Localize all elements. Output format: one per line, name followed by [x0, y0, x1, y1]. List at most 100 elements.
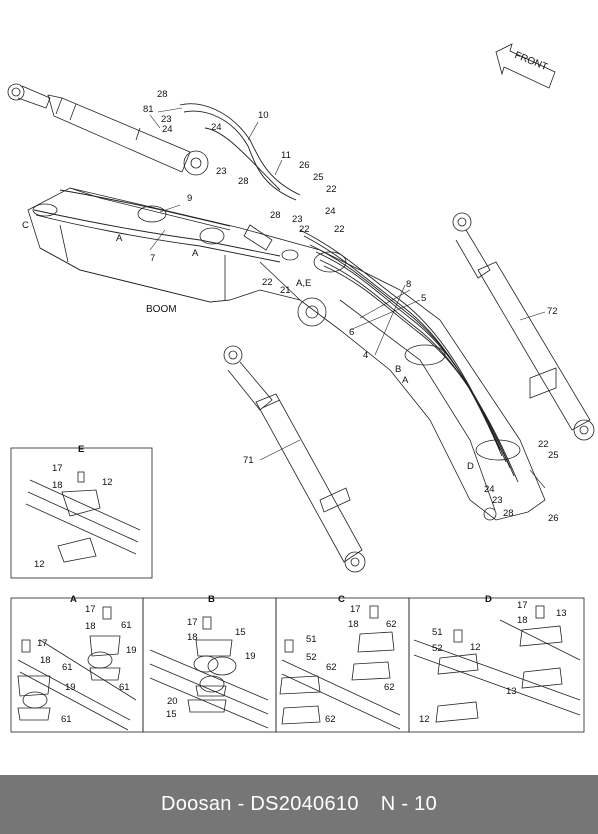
callout-l28a: 28	[157, 89, 168, 100]
callout-d51: 51	[432, 627, 443, 638]
callout-a61b: 61	[119, 682, 130, 693]
boom-label: BOOM	[146, 304, 177, 315]
callout-a61d: 61	[61, 714, 72, 725]
callout-lA2: A	[192, 248, 199, 259]
callout-l11: 11	[281, 150, 291, 161]
callout-b18: 18	[187, 632, 198, 643]
panel-e-title: E	[78, 444, 84, 455]
panel-d-title: D	[485, 594, 492, 605]
callout-a61a: 61	[121, 620, 132, 631]
callout-c51: 51	[306, 634, 317, 645]
panel-a-art	[17, 606, 137, 731]
footer-part-number: DS2040610	[250, 793, 359, 815]
callout-b15b: 15	[166, 709, 177, 720]
boom-structure	[27, 187, 546, 521]
callout-l71: 71	[243, 455, 254, 466]
callout-d18: 18	[517, 615, 528, 626]
callout-l25b: 25	[548, 450, 559, 461]
callout-l22c: 22	[334, 224, 345, 235]
callout-e17: 17	[52, 463, 63, 474]
bottom-panels-frame	[10, 597, 585, 733]
callout-l26b: 26	[548, 513, 559, 524]
callout-lC: C	[22, 220, 29, 231]
callout-d12b: 12	[419, 714, 430, 725]
callout-l23d: 23	[492, 495, 503, 506]
callout-b19: 19	[245, 651, 256, 662]
callout-a19a: 19	[126, 645, 137, 656]
callout-lD: D	[467, 461, 474, 472]
callout-l22d: 22	[262, 277, 273, 288]
callout-c62d: 62	[325, 714, 336, 725]
callout-l23b: 23	[216, 166, 227, 177]
callout-c17: 17	[350, 604, 361, 615]
callout-a17a: 17	[85, 604, 96, 615]
callout-lB: B	[395, 364, 401, 375]
callout-c62b: 62	[384, 682, 395, 693]
panel-d-art	[413, 605, 581, 723]
boom-cylinder-left	[223, 345, 366, 573]
callout-e18: 18	[52, 480, 63, 491]
callout-c62c: 62	[326, 662, 337, 673]
leader-lines	[149, 107, 546, 489]
callout-l24a: 24	[162, 124, 173, 135]
hydraulic-pipes	[33, 103, 519, 483]
callout-l22a: 22	[326, 184, 337, 195]
callout-lA3: A	[402, 375, 409, 386]
panel-b-art	[149, 616, 269, 729]
callout-d52: 52	[432, 643, 443, 654]
panel-c-title: C	[338, 594, 345, 605]
callout-a17b: 17	[37, 638, 48, 649]
arm-cylinder	[7, 83, 209, 176]
callout-l23c: 23	[292, 214, 303, 225]
callout-lA1: A	[116, 233, 123, 244]
callout-a61c: 61	[62, 662, 73, 673]
callout-l21: 21	[280, 285, 291, 296]
panel-e-frame	[10, 447, 153, 579]
callout-l7: 7	[150, 253, 155, 264]
callout-d12a: 12	[470, 642, 481, 653]
panel-b-title: B	[208, 594, 215, 605]
callout-a18a: 18	[85, 621, 96, 632]
callout-l10: 10	[258, 110, 269, 121]
callout-l24b: 24	[211, 122, 222, 133]
callout-b20: 20	[167, 696, 178, 707]
callout-l28c: 28	[270, 210, 281, 221]
callout-e12b: 12	[34, 559, 45, 570]
callout-l6: 6	[349, 327, 354, 338]
callout-lAE: A,E	[296, 278, 311, 289]
callout-e12a: 12	[102, 477, 113, 488]
callout-a18b: 18	[40, 655, 51, 666]
callout-d13a: 13	[556, 608, 567, 619]
pipe-clamps	[32, 203, 521, 461]
callout-l26a: 26	[299, 160, 310, 171]
callout-l81: 81	[143, 104, 154, 115]
callout-c62a: 62	[386, 619, 397, 630]
boom-piping-drawing: FRONT BOOM 28812324102423281126252224282…	[7, 43, 595, 733]
callout-c52: 52	[306, 652, 317, 663]
callout-l23a: 23	[161, 114, 172, 125]
callout-b17: 17	[187, 617, 198, 628]
callout-l4: 4	[363, 350, 368, 361]
callout-l24d: 24	[484, 484, 495, 495]
callout-d17: 17	[517, 600, 528, 611]
callout-l24c: 24	[325, 206, 336, 217]
footer-page: N - 10	[380, 793, 438, 815]
callout-l5: 5	[421, 293, 426, 304]
panel-a-title: A	[70, 594, 77, 605]
front-arrow-icon	[495, 43, 556, 89]
footer-brand: Doosan	[160, 793, 232, 815]
callout-l22e: 22	[538, 439, 549, 450]
panel-c-art	[279, 605, 401, 730]
callout-a19b: 19	[65, 682, 76, 693]
callout-l22b: 22	[299, 224, 310, 235]
callout-l28b: 28	[238, 176, 249, 187]
callout-l72: 72	[547, 306, 558, 317]
callout-c18: 18	[348, 619, 359, 630]
callout-d13b: 13	[506, 686, 517, 697]
callout-l8: 8	[406, 279, 411, 290]
callout-l25a: 25	[313, 172, 324, 183]
